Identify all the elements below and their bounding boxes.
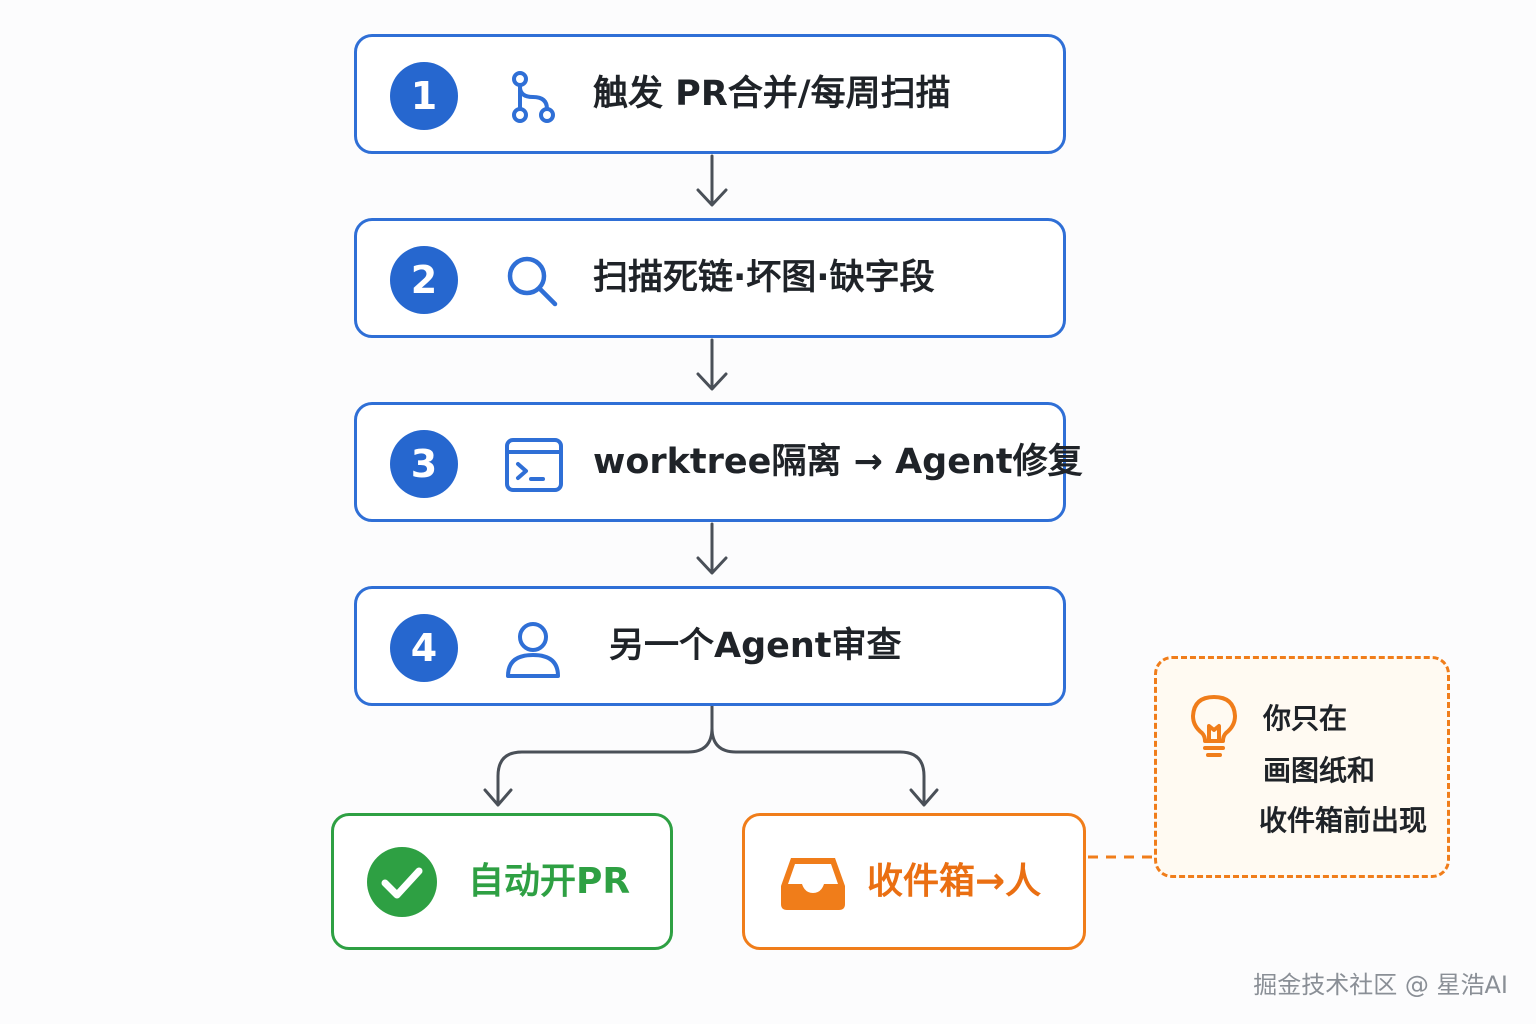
inbox-tray-icon: [781, 858, 845, 910]
check-circle-icon: [367, 847, 437, 917]
step-1-number-badge: 1: [390, 62, 458, 130]
note-line-2: 画图纸和: [1263, 754, 1376, 787]
note-line-3: 收件箱前出现: [1259, 804, 1428, 837]
step-4-number-badge: 4: [390, 614, 458, 682]
step-1-label: 触发 PR合并/每周扫描: [593, 74, 951, 114]
step-4-box: 4 另一个Agent审查: [354, 586, 1066, 706]
lightbulb-icon: [1191, 695, 1237, 757]
step-3-number-badge: 3: [390, 430, 458, 498]
step-3-box: 3 worktree隔离 → Agent修复: [354, 402, 1083, 522]
arrow-step2-to-step3: [696, 338, 728, 391]
branch-arrows-to-outcomes: [483, 700, 939, 807]
auto-pr-outcome-box: 自动开PR: [331, 813, 673, 950]
inbox-label: 收件箱→人: [867, 861, 1042, 902]
step-2-number-badge: 2: [390, 246, 458, 314]
step-2-label: 扫描死链·坏图·缺字段: [593, 258, 935, 298]
step-4-label: 另一个Agent审查: [609, 626, 902, 666]
step-2-box: 2 扫描死链·坏图·缺字段: [354, 218, 1066, 338]
inbox-outcome-box: 收件箱→人: [742, 813, 1086, 950]
step-3-label: worktree隔离 → Agent修复: [593, 442, 1083, 482]
user-icon: [506, 622, 560, 678]
watermark: 掘金技术社区 @ 星浩AI: [1253, 971, 1508, 999]
auto-pr-label: 自动开PR: [468, 861, 631, 902]
arrow-step1-to-step2: [696, 154, 728, 207]
arrow-step3-to-step4: [696, 522, 728, 575]
step-1-box: 1 触发 PR合并/每周扫描: [354, 34, 1066, 154]
terminal-icon: [505, 438, 563, 492]
note-line-1: 你只在: [1263, 702, 1348, 735]
human-role-note: 你只在 画图纸和 收件箱前出现: [1154, 656, 1450, 878]
search-icon: [507, 256, 558, 307]
git-branch-icon: [512, 71, 555, 123]
